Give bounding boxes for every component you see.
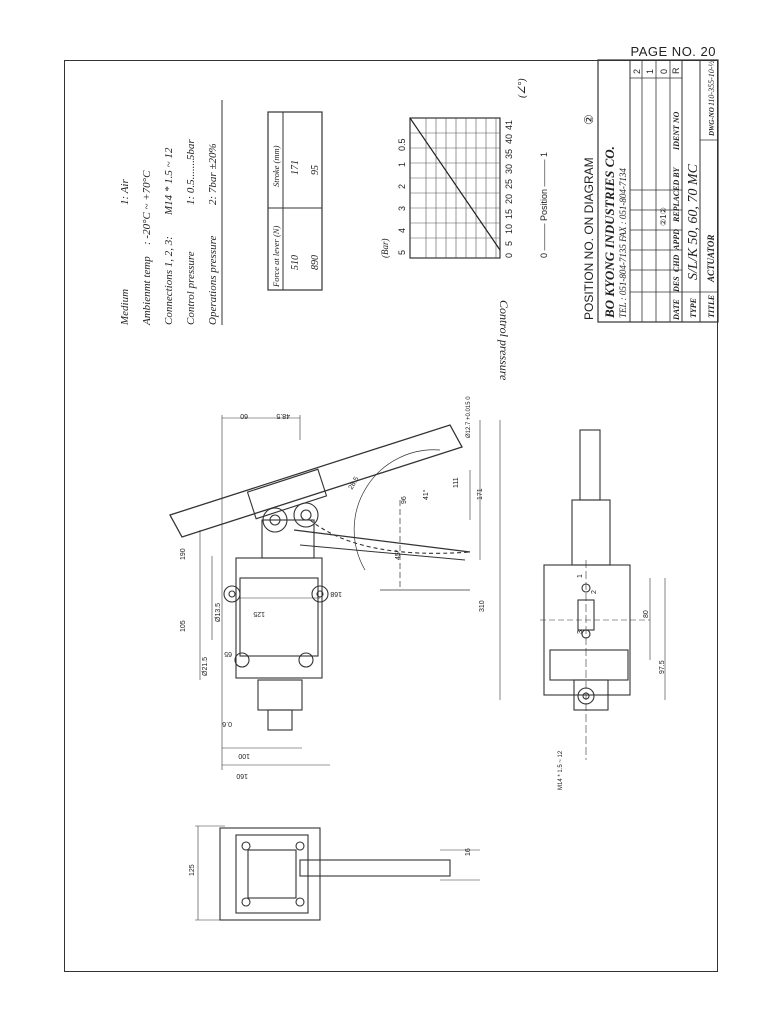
header-cell: DES [672, 276, 681, 293]
rev-letter: R [671, 67, 681, 74]
port-label: 3 [577, 630, 584, 634]
x-tick: 0 [504, 253, 514, 258]
pressure-chart: 5 4 3 2 1 0.5 0 5 10 15 20 25 30 35 40 4… [380, 78, 549, 381]
x-tick: 30 [504, 164, 514, 174]
spec-label: Connections 1, 2, 3: [163, 236, 175, 325]
table-cell: 95 [310, 165, 321, 175]
position-label: 0 ——— Position ——— 1 [539, 152, 549, 258]
spec-label: Medium [119, 289, 131, 326]
spec-value: M14 * 1.5 ~ 12 [163, 147, 175, 216]
front-view-dimensions: 80 97.5 1 3 2 M14 * 1.5 ~ 12 [558, 574, 666, 790]
table-cell: 510 [290, 255, 301, 270]
dwg-value: 110-355-10-½ [707, 61, 716, 106]
title-block: POSITION NO. ON DIAGRAM ② BO KYONG INDUS… [582, 59, 719, 323]
thread-label: M14 * 1.5 ~ 12 [558, 750, 564, 790]
header-cell: DATE [672, 299, 681, 321]
title-value: ACTUATOR [706, 235, 716, 283]
dim-label: 100 [238, 752, 250, 759]
dim-label: 45° [394, 549, 402, 560]
dim-label: 190 [180, 548, 187, 560]
company-name: BO KYONG INDUSTRIES CO. [602, 146, 617, 319]
y-tick: 5 [397, 250, 407, 255]
header-cell: CHD [672, 254, 681, 272]
x-tick: 41 [504, 120, 514, 130]
force-table: Force at lever (N) Stroke (mm) 510 171 8… [267, 111, 323, 291]
dim-label: Ø13.5 [215, 603, 222, 622]
dim-label: 16 [465, 848, 472, 856]
position-note: POSITION NO. ON DIAGRAM [582, 157, 596, 320]
table-cell: 890 [310, 255, 321, 270]
x-tick: 40 [504, 134, 514, 144]
rev-row: 0 [659, 69, 669, 74]
drawing-frame [64, 60, 718, 972]
dim-label: 310 [479, 600, 486, 612]
page-number: PAGE NO. 20 [630, 44, 716, 59]
actuator-front-view [540, 429, 666, 760]
spec-value: : -20°C ~ +70°C [141, 170, 153, 245]
dwg-label: DWG-NO [708, 107, 716, 137]
company-contact: TEL : 051-804-7135 FAX : 051-804-7134 [618, 168, 628, 318]
dim-label: 168 [330, 590, 342, 597]
y-tick: 1 [397, 162, 407, 167]
dim-label: Ø21.5 [202, 657, 209, 676]
rev-row: 1 [645, 69, 655, 74]
dim-label: 48.5 [276, 412, 290, 419]
type-label: TYPE [689, 298, 698, 318]
port-label: 1 [577, 574, 584, 578]
spec-value: 1: 0.5.......5bar [185, 139, 197, 205]
dim-label: 80 [643, 610, 650, 618]
bottom-view-dimensions: 125 16 [189, 848, 472, 876]
dim-label: 171 [477, 488, 484, 500]
table-header: Stroke (mm) [271, 145, 281, 187]
y-tick: 0.5 [397, 138, 407, 151]
spec-label: Operations pressure [207, 236, 219, 325]
spec-label: Control pressure [185, 251, 197, 325]
dim-label: 97.5 [659, 660, 666, 674]
x-tick: 25 [504, 179, 514, 189]
x-tick: 15 [504, 209, 514, 219]
type-value: S/L/K 50, 60, 70 MC [686, 163, 701, 280]
dim-label: 111 [453, 477, 460, 488]
y-tick: 2 [397, 184, 407, 189]
x-tick: 20 [504, 194, 514, 204]
dim-label: 28.5 [348, 476, 361, 491]
x-tick: 10 [504, 224, 514, 234]
y-tick: 3 [397, 206, 407, 211]
position-circle: ② [582, 114, 596, 125]
actuator-side-view [169, 415, 501, 770]
table-cell: 171 [290, 160, 301, 175]
dim-label: 96 [401, 496, 408, 504]
dim-label: 105 [180, 620, 187, 632]
y-tick: 4 [397, 228, 407, 233]
sign: ②1② [659, 207, 668, 226]
spec-value: 2: 7bar ±20% [207, 143, 219, 205]
side-view-dimensions: 60 48.5 190 105 Ø13.5 125 168 65 Ø21.5 0… [180, 396, 486, 779]
actuator-bottom-view [195, 825, 480, 921]
dim-label: 41° [422, 489, 430, 500]
angle-symbol: (∠°) [517, 78, 528, 98]
x-tick: 35 [504, 149, 514, 159]
header-cell: REPLACED BY [672, 166, 681, 223]
header-cell: IDENT NO [672, 111, 681, 151]
chart-ylabel: Control pressure [497, 300, 511, 381]
rev-row: 2 [632, 69, 642, 74]
x-tick: 5 [504, 241, 514, 246]
dim-label: 0.6 [222, 720, 232, 727]
dim-label: 60 [240, 412, 248, 419]
dim-label: 125 [253, 610, 265, 617]
spec-label: Ambienmt temp [141, 256, 153, 326]
spec-value: 1: Air [119, 179, 131, 205]
dim-label: 125 [189, 864, 196, 876]
spec-notes: Medium 1: Air Ambienmt temp : -20°C ~ +7… [119, 100, 223, 326]
title-label: TITLE [707, 295, 716, 318]
dim-label: 65 [224, 650, 232, 657]
dim-label: Ø12.7 +0.015 0 [466, 396, 472, 438]
chart-unit: (Bar) [380, 239, 390, 259]
port-label: 2 [591, 590, 598, 594]
table-header: Force at lever (N) [271, 226, 281, 288]
header-cell: APPD [672, 229, 681, 251]
dim-label: 160 [236, 772, 248, 779]
